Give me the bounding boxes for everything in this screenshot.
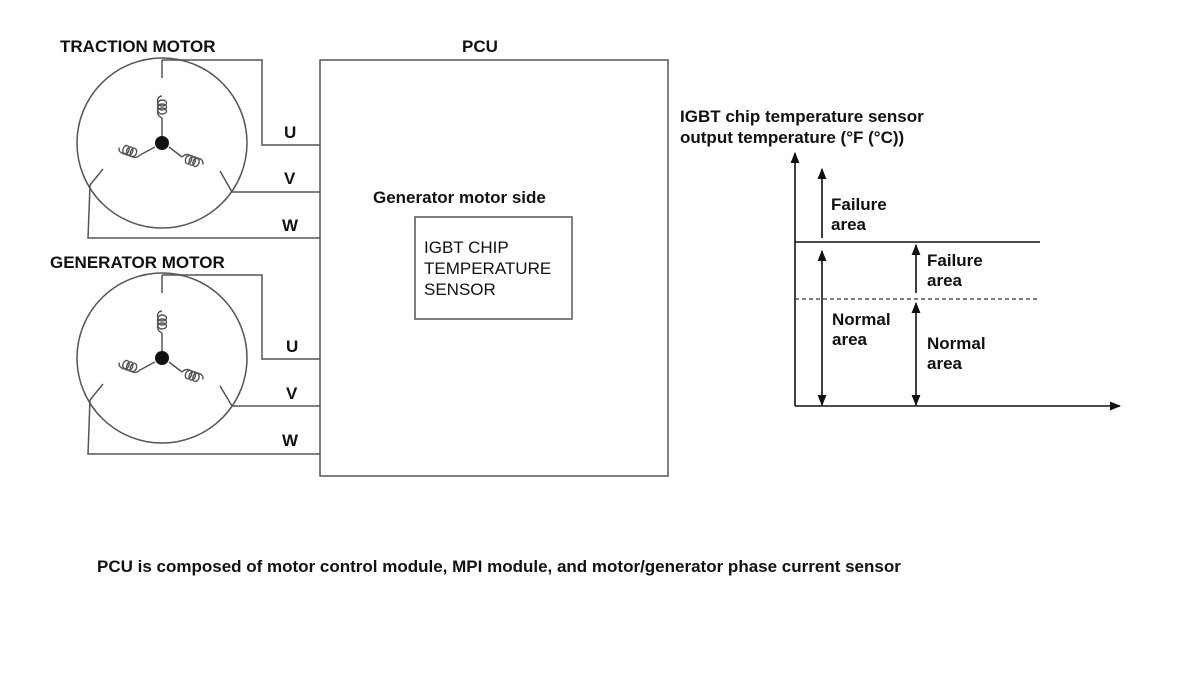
failure-area-1-area: area bbox=[831, 215, 867, 234]
traction-motor-winding-u bbox=[156, 59, 320, 146]
pcu-label: PCU bbox=[462, 37, 498, 56]
generator-motor: GENERATOR MOTOR U V W bbox=[50, 253, 320, 455]
generator-motor-stator bbox=[76, 272, 248, 444]
igbt-sensor-label-line3: SENSOR bbox=[424, 280, 496, 299]
traction-phase-w-label: W bbox=[282, 216, 299, 235]
temperature-graph: IGBT chip temperature sensor output temp… bbox=[680, 107, 1122, 411]
traction-motor-winding-v bbox=[168, 146, 320, 193]
normal-area-2-area: area bbox=[927, 354, 963, 373]
generator-motor-neutral-point bbox=[155, 351, 169, 365]
igbt-sensor-box bbox=[414, 216, 573, 320]
generator-phase-u-label: U bbox=[286, 337, 298, 356]
traction-motor: TRACTION MOTOR U V W bbox=[60, 37, 320, 239]
generator-motor-side-label: Generator motor side bbox=[373, 188, 546, 207]
traction-motor-neutral-point bbox=[155, 136, 169, 150]
failure-area-2-area: area bbox=[927, 271, 963, 290]
traction-motor-winding-w bbox=[87, 142, 320, 239]
traction-motor-stator bbox=[76, 57, 248, 229]
failure-area-1-word: Failure bbox=[831, 195, 887, 214]
traction-motor-label: TRACTION MOTOR bbox=[60, 37, 216, 56]
pcu-box bbox=[319, 59, 669, 477]
traction-phase-u-label: U bbox=[284, 123, 296, 142]
igbt-sensor-label-line2: TEMPERATURE bbox=[424, 259, 551, 278]
failure-area-2-word: Failure bbox=[927, 251, 983, 270]
generator-motor-winding-v bbox=[168, 361, 320, 407]
generator-motor-winding-u bbox=[156, 274, 320, 360]
diagram-caption: PCU is composed of motor control module,… bbox=[97, 557, 901, 576]
graph-title-line2: output temperature (°F (°C)) bbox=[680, 128, 904, 147]
pcu-block: PCU Generator motor side IGBT CHIP TEMPE… bbox=[319, 37, 669, 477]
generator-motor-winding-w bbox=[87, 357, 320, 455]
traction-phase-v-label: V bbox=[284, 169, 296, 188]
igbt-sensor-label-line1: IGBT CHIP bbox=[424, 238, 509, 257]
generator-motor-label: GENERATOR MOTOR bbox=[50, 253, 225, 272]
generator-phase-v-label: V bbox=[286, 384, 298, 403]
generator-phase-w-label: W bbox=[282, 431, 299, 450]
graph-title-line1: IGBT chip temperature sensor bbox=[680, 107, 924, 126]
normal-area-1-area: area bbox=[832, 330, 868, 349]
normal-area-2-word: Normal bbox=[927, 334, 986, 353]
normal-area-1-word: Normal bbox=[832, 310, 891, 329]
